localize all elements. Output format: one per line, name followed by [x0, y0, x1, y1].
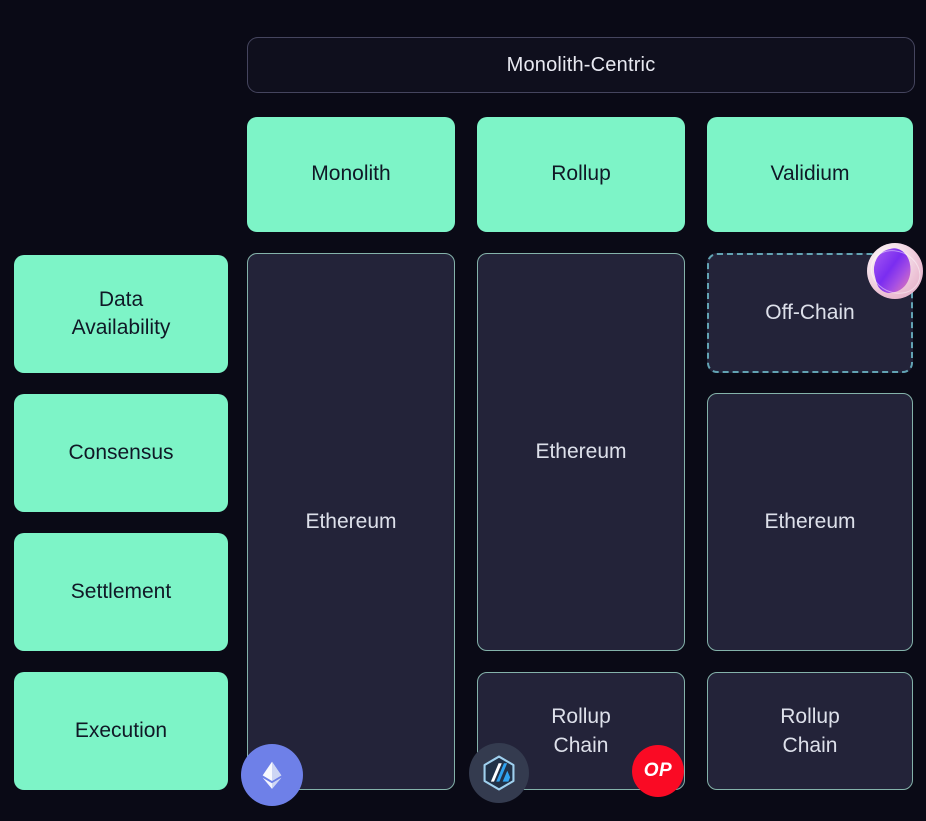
column-label: Monolith — [311, 162, 391, 186]
arbitrum-icon — [469, 743, 529, 803]
ethereum-icon — [241, 744, 303, 806]
optimism-label: OP — [643, 760, 673, 781]
cell-validium-rollup-chain: Rollup Chain — [707, 672, 913, 790]
row-label: Data Availability — [71, 287, 171, 339]
cell-rollup-ethereum: Ethereum — [477, 253, 685, 651]
cell-label: Ethereum — [764, 510, 856, 534]
optimism-icon: OP — [632, 745, 684, 797]
header-label: Monolith-Centric — [506, 53, 656, 76]
arbitrum-glyph — [483, 755, 515, 791]
row-header-consensus: Consensus — [14, 394, 228, 512]
column-header-rollup: Rollup — [477, 117, 685, 232]
cell-label: Ethereum — [535, 440, 627, 464]
cell-monolith-ethereum: Ethereum — [247, 253, 455, 790]
column-header-validium: Validium — [707, 117, 913, 232]
row-header-settlement: Settlement — [14, 533, 228, 651]
ethereum-glyph — [262, 761, 282, 789]
offchain-da-icon — [867, 243, 923, 299]
cell-label: Ethereum — [305, 509, 397, 533]
header-monolith-centric: Monolith-Centric — [247, 37, 915, 93]
cell-label: Rollup Chain — [551, 704, 611, 757]
cell-validium-ethereum: Ethereum — [707, 393, 913, 651]
column-label: Validium — [770, 162, 850, 186]
row-label: Consensus — [68, 440, 174, 464]
column-label: Rollup — [551, 162, 611, 186]
column-header-monolith: Monolith — [247, 117, 455, 232]
row-header-execution: Execution — [14, 672, 228, 790]
row-label: Execution — [74, 718, 168, 742]
row-label: Settlement — [70, 579, 172, 603]
row-header-data-availability: Data Availability — [14, 255, 228, 373]
cell-label: Rollup Chain — [780, 704, 840, 757]
cell-label: Off-Chain — [765, 301, 855, 325]
